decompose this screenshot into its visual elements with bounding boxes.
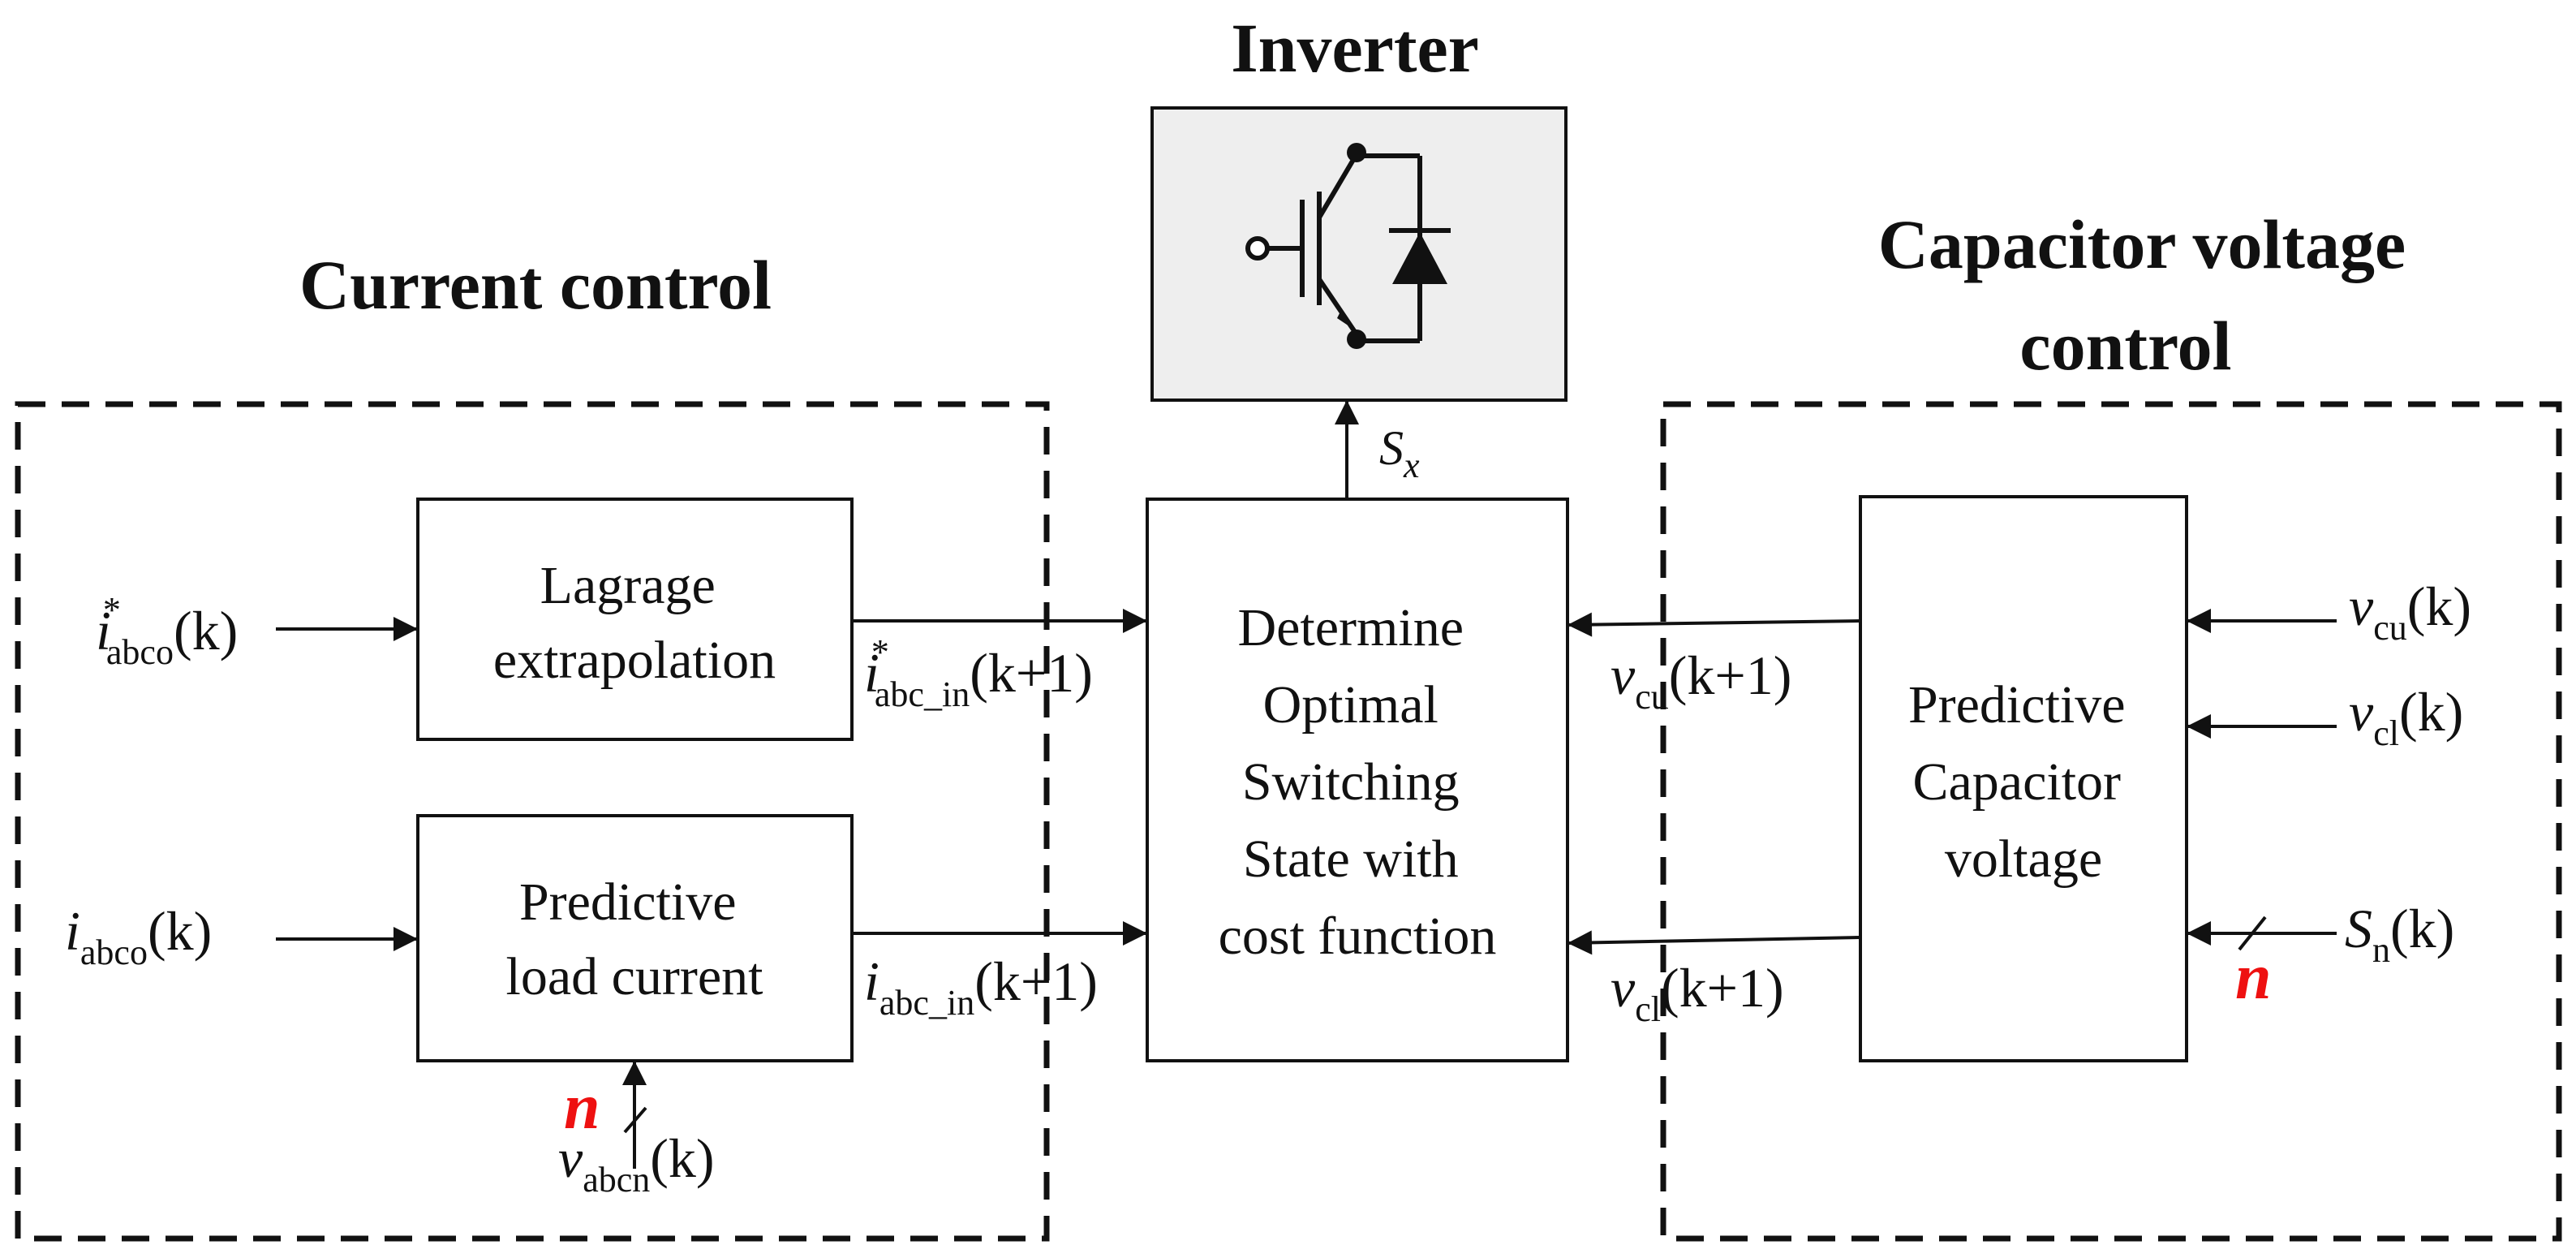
inverter-title: Inverter [1231,9,1479,87]
label-i-ref-abc-in: i*abc_in(k+1) [864,632,1093,714]
v-cu-predicted-arrow [1567,612,1861,637]
label-v-cu-in: vcu(k) [2349,575,2471,648]
current-control-group [15,401,1050,1242]
label-v-cl-pred: vcl(k+1) [1611,957,1784,1029]
label-sx: Sx [1379,421,1420,485]
bus-width-slash-vabcn [623,1106,647,1134]
optimal-switching-block-label: Determine Optimal Switching State with c… [1219,598,1497,966]
bus-width-slash-sn [2238,915,2267,951]
label-i-abc-in: iabc_in(k+1) [864,950,1098,1023]
predictive-capacitor-block-label: Predictive Capacitor voltage [1908,675,2139,889]
label-v-abcn: vabcn(k) [558,1127,715,1200]
predictive-capacitor-voltage-block [1859,495,2188,1062]
bus-width-n-vabcn: n [564,1071,600,1143]
optimal-switching-block [1146,498,1569,1062]
lagrange-block-label: Lagrage extrapolation [493,556,776,690]
lagrange-extrapolation-block [416,498,854,741]
current-control-title: Current control [299,246,772,324]
igbt-with-antiparallel-diode-icon [1245,143,1451,349]
label-i-ref-abco: i*abco(k) [96,590,238,672]
label-v-cl-in: vcl(k) [2349,681,2463,753]
label-i-abco: iabco(k) [65,900,212,972]
label-sn-in: Sn(k) [2345,898,2454,970]
capacitor-control-group [1660,401,2562,1242]
predictive-load-block-label: Predictive load current [505,872,763,1006]
capacitor-control-title-line2: control [2019,307,2231,385]
predictive-load-current-block [416,814,854,1062]
bus-width-n-sn: n [2235,941,2272,1013]
v-cl-predicted-arrow [1567,930,1861,955]
inverter-box [1150,106,1568,402]
label-v-cu-pred: vcu(k+1) [1611,644,1791,717]
capacitor-control-title-line1: Capacitor voltage [1878,205,2406,283]
